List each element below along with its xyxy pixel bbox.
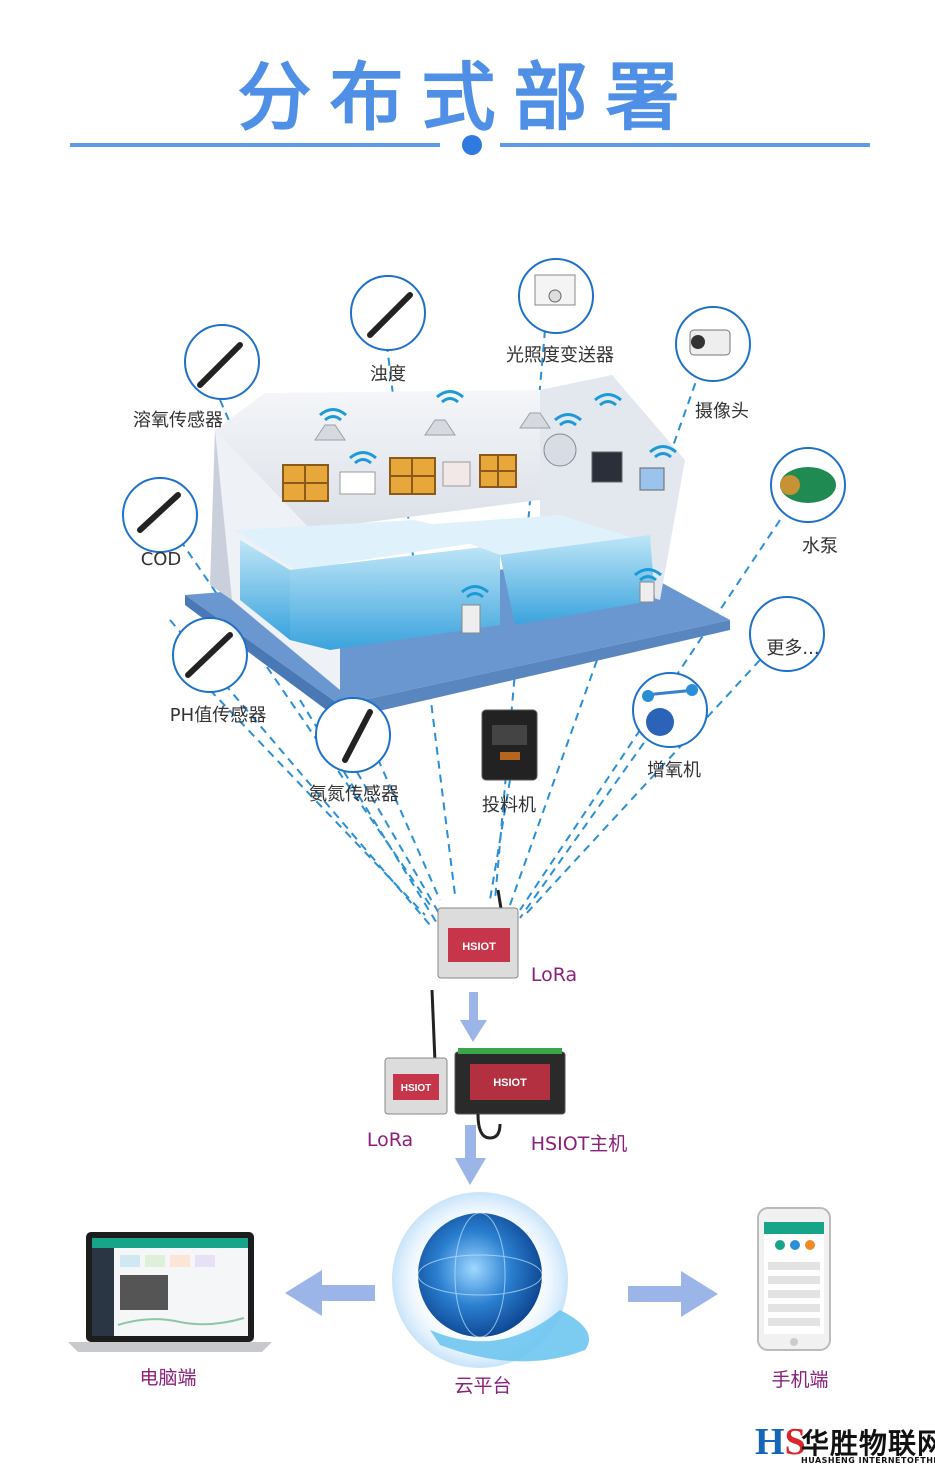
- pool-front: [290, 545, 500, 650]
- label-camera: 摄像头: [695, 401, 749, 422]
- label-hsiot-host: HSIOT主机: [530, 1133, 628, 1155]
- label-pc: 电脑端: [139, 1367, 197, 1389]
- label-lora-bottom: LoRa: [366, 1129, 414, 1151]
- aerator-icon: [632, 672, 708, 748]
- label-more: 更多...: [766, 638, 820, 659]
- label-turbidity: 浊度: [370, 364, 406, 385]
- label-dissolved-oxygen: 溶氧传感器: [133, 410, 223, 431]
- lora-gateway-bottom: HSIOT: [384, 989, 448, 1115]
- title-rule-dot: [462, 135, 482, 155]
- brand-logo-mark: HS: [755, 1421, 806, 1463]
- arrow-down-1: [460, 992, 487, 1042]
- label-cod: COD: [140, 549, 182, 570]
- hsiot-host-device: HSIOT: [454, 1048, 566, 1140]
- cloud-globe-icon: [418, 1213, 542, 1337]
- label-ph-sensor: PH值传感器: [169, 705, 267, 726]
- arrow-right-head: [681, 1271, 718, 1317]
- label-water-pump: 水泵: [802, 536, 838, 557]
- arrow-down-2: [455, 1125, 486, 1185]
- brand-name-cn: 华胜物联网: [801, 1427, 935, 1460]
- laptop-icon: [68, 1232, 272, 1352]
- more-devices-icon: [749, 596, 825, 672]
- svg-text:HSIOT: HSIOT: [493, 1077, 527, 1089]
- title-rule-right: [500, 143, 870, 147]
- pool-right: [500, 535, 655, 625]
- label-cloud: 云平台: [454, 1375, 512, 1397]
- arrow-left-head: [285, 1270, 322, 1316]
- gateway-brand-text: HSIOT: [462, 941, 496, 953]
- title-rule-left: [70, 143, 440, 147]
- heater-device: [339, 471, 376, 495]
- lora-gateway-top: HSIOT: [437, 889, 519, 979]
- mobile-phone-icon: [757, 1207, 831, 1351]
- label-ammonia-sensor: 氨氮传感器: [309, 784, 399, 805]
- svg-text:HSIOT: HSIOT: [401, 1083, 432, 1094]
- arrow-right-shaft: [628, 1286, 683, 1302]
- label-aerator: 增氧机: [647, 760, 701, 781]
- label-light-sensor: 光照度变送器: [506, 345, 614, 366]
- brand-name-en: HUASHENG INTERNETOFTHINGS: [801, 1456, 935, 1465]
- building-back-wall: [215, 390, 540, 540]
- label-feeder: 投料机: [482, 795, 536, 816]
- page-title: 分布式部署: [237, 55, 698, 141]
- label-mobile: 手机端: [771, 1369, 829, 1391]
- label-lora-top: LoRa: [530, 964, 578, 986]
- ammonia-sensor-icon: [315, 697, 391, 773]
- arrow-left-shaft: [320, 1285, 375, 1301]
